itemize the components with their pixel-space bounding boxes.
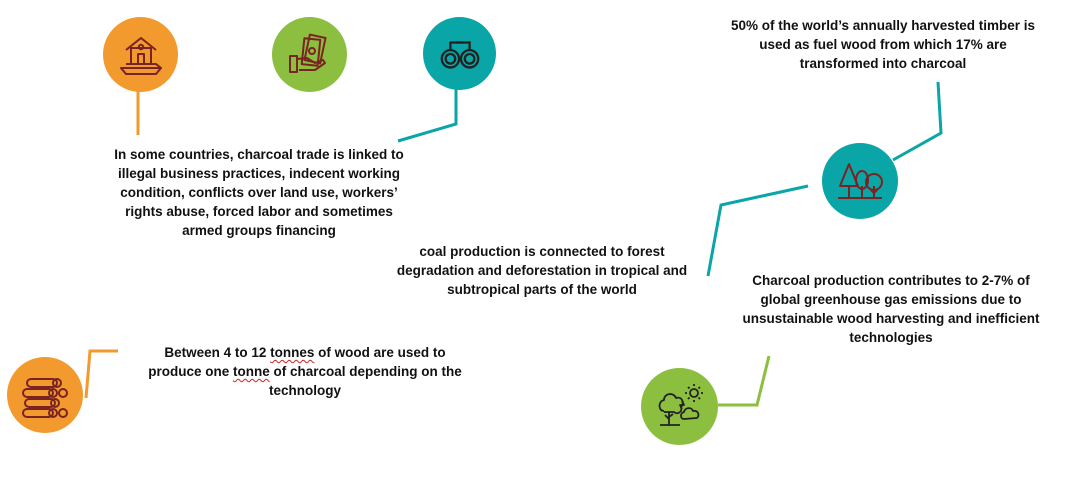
- connector-handcuffs: [397, 87, 458, 143]
- connector-trees-to-deforestation: [706, 184, 809, 277]
- building-circle: [103, 17, 178, 92]
- wood-tonnes-text: Between 4 to 12 tonnes of wood are used …: [114, 343, 496, 400]
- log-pile-icon: [22, 378, 68, 418]
- fuel-wood-text: 50% of the world’s annually harvested ti…: [730, 18, 1036, 71]
- weather-tree-circle: [641, 368, 718, 445]
- connector-trees-to-fuel-text: [892, 81, 943, 162]
- deforestation-text: coal production is connected to forest d…: [396, 244, 688, 297]
- trees-icon: [838, 163, 883, 199]
- handcuffs-icon: [440, 40, 479, 69]
- trees-circle: [822, 143, 898, 219]
- connector-weather: [718, 355, 771, 407]
- logs-circle: [7, 357, 83, 433]
- handcuffs-circle: [423, 17, 496, 90]
- wood-tonnes-line-2: produce one tonne of charcoal depending …: [148, 364, 462, 379]
- social-issues-text: In some countries, charcoal trade is lin…: [114, 147, 404, 238]
- wood-tonnes-line-1: Between 4 to 12 tonnes of wood are used …: [164, 345, 446, 360]
- spellcheck-flagged-word: tonne: [233, 364, 270, 379]
- emissions-text: Charcoal production contributes to 2-7% …: [742, 273, 1040, 345]
- connector-logs: [84, 349, 118, 399]
- wood-tonnes-line-3: technology: [268, 383, 341, 398]
- money-hand-icon: [288, 33, 327, 73]
- tree-sun-cloud-icon: [658, 383, 703, 426]
- building-icon: [119, 36, 162, 75]
- spellcheck-flagged-word: tonnes: [270, 345, 315, 360]
- money-circle: [272, 17, 347, 92]
